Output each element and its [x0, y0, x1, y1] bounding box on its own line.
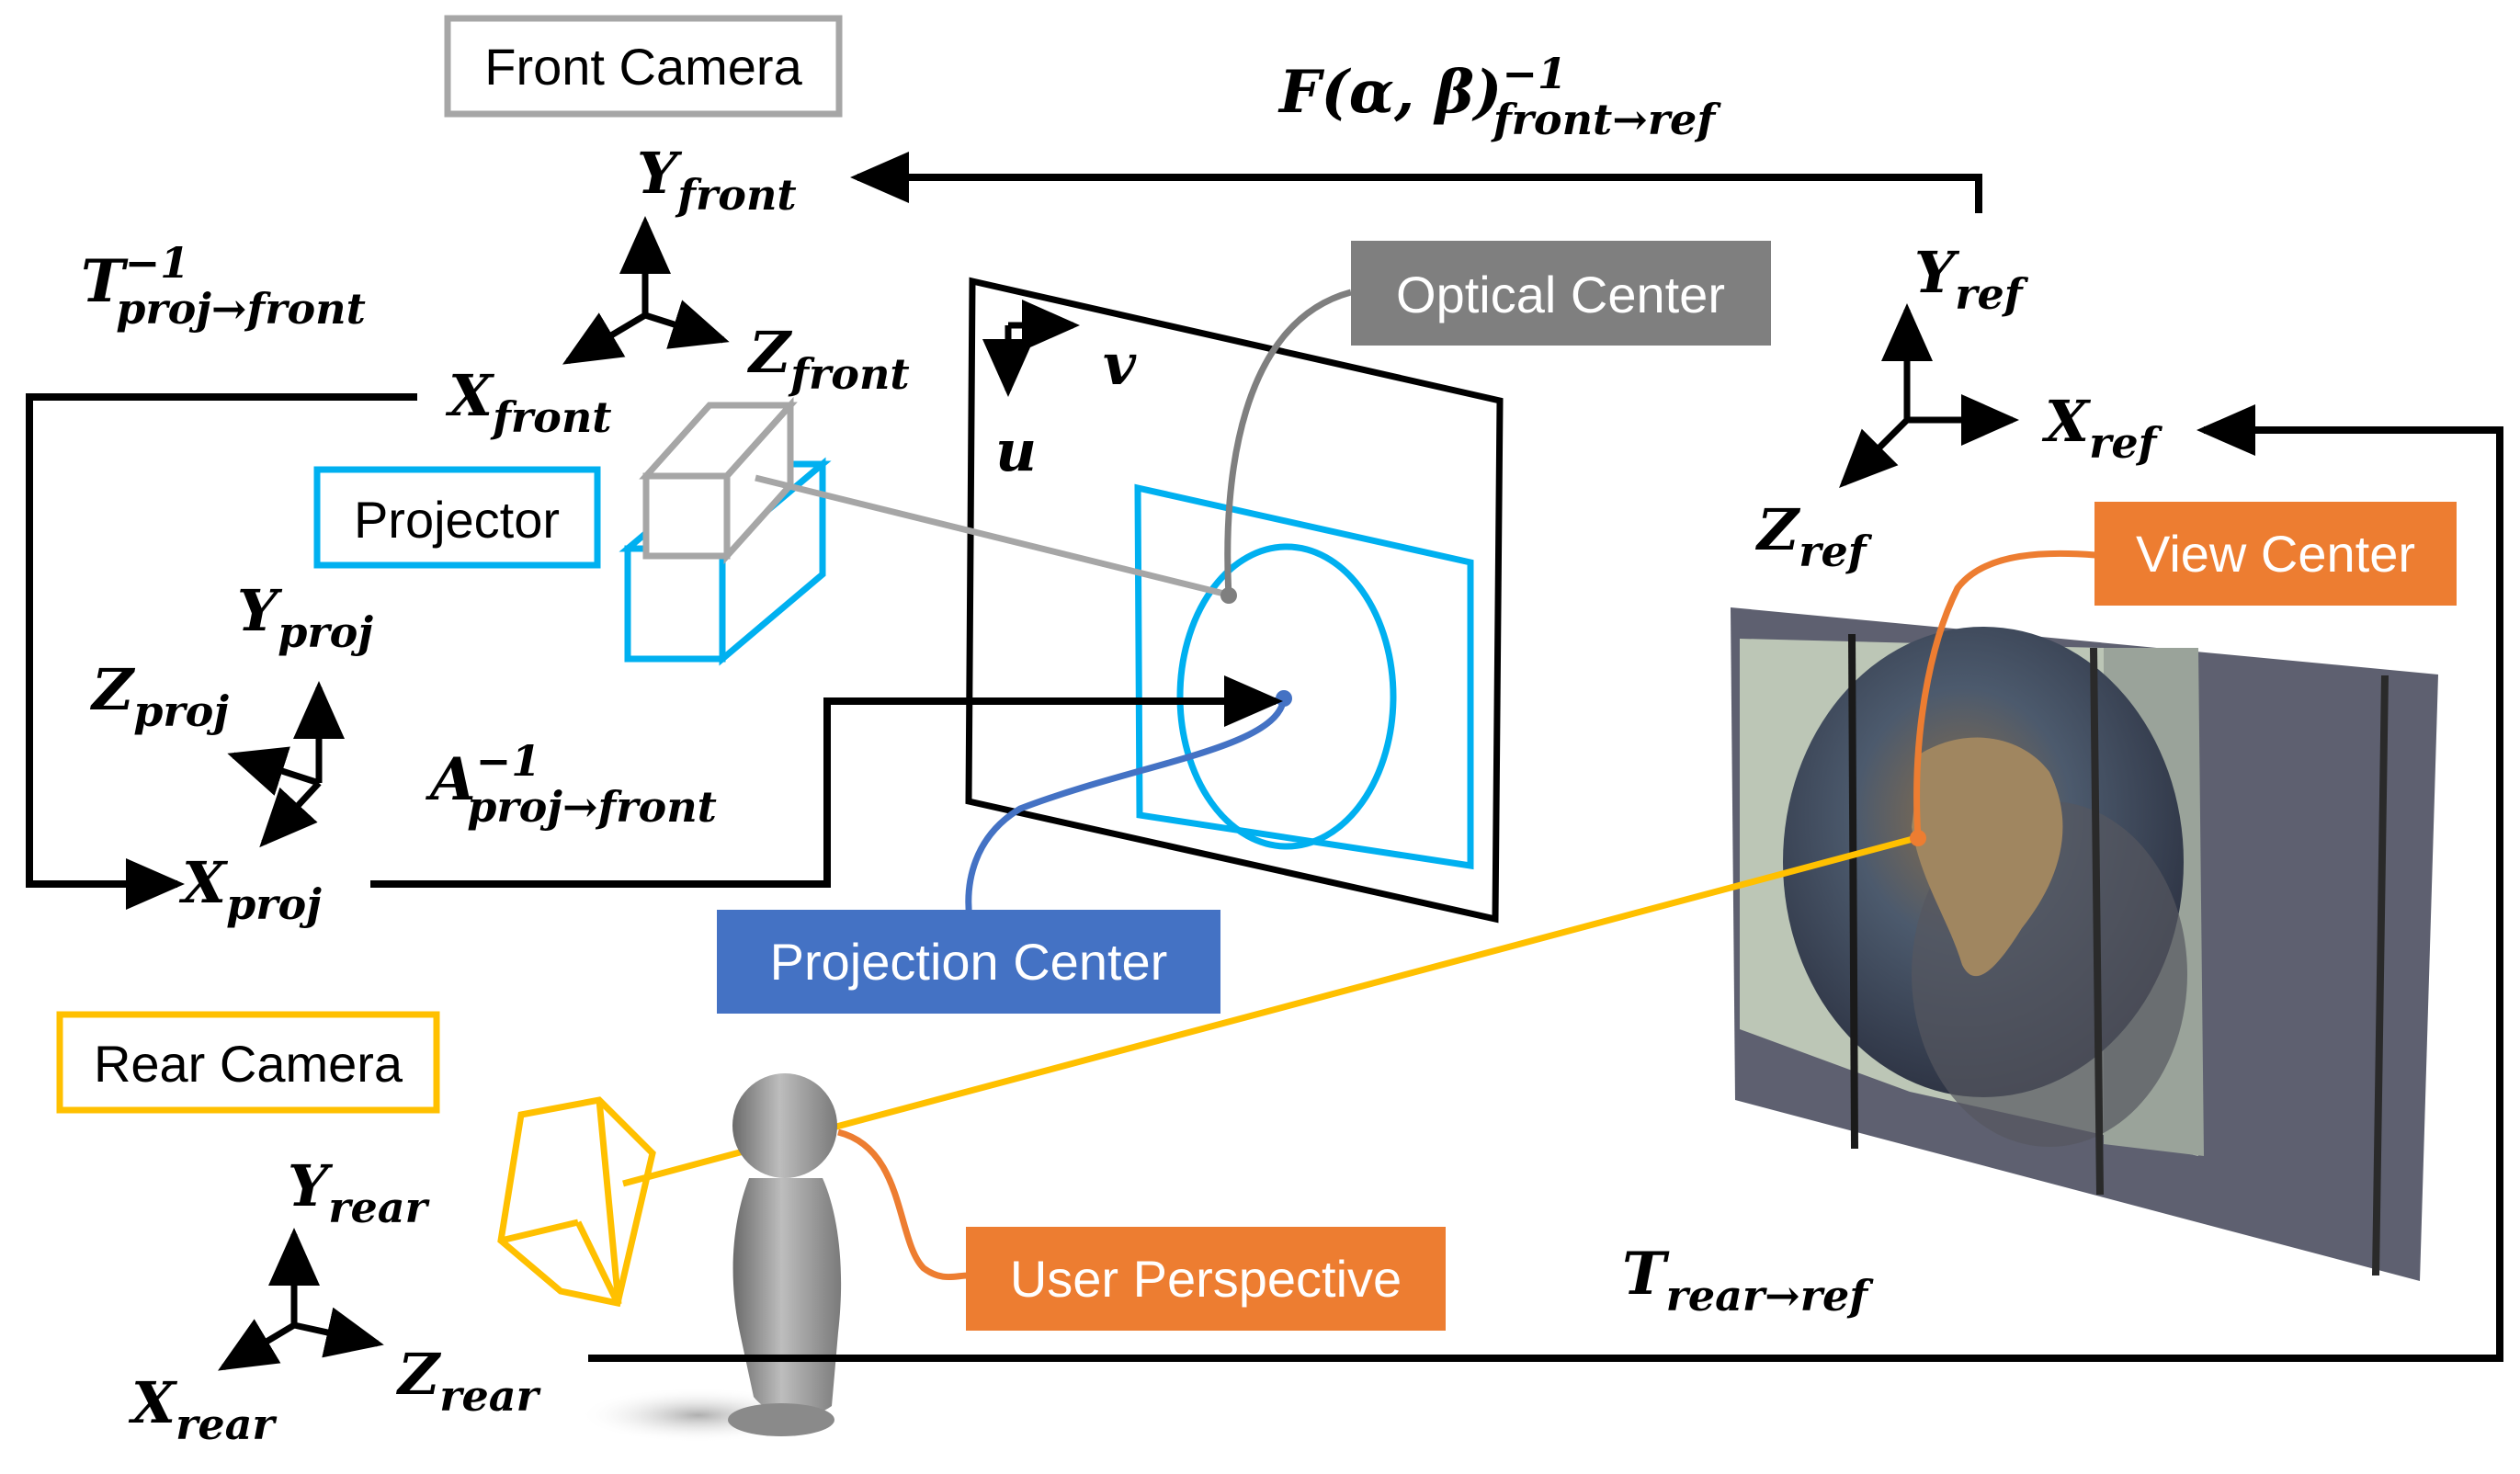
rear-frame-axes: [217, 1228, 384, 1371]
proj-z-label: Zproj: [89, 656, 229, 736]
user-figure: [579, 1073, 842, 1443]
rear-camera-label: Rear Camera: [56, 1011, 440, 1114]
optical-center-connector: [1224, 289, 1352, 596]
front-frame-axes: [562, 216, 730, 365]
front-y-label: Yfront: [637, 140, 797, 220]
uv-labels: u v: [995, 331, 1137, 484]
view-center-connector: [1913, 550, 2096, 839]
user-perspective-label: User Perspective: [966, 1227, 1446, 1331]
rear-y-label: Yrear: [288, 1152, 431, 1232]
u-label: u: [995, 417, 1037, 484]
proj-axis-labels: Yproj Zproj Xproj: [89, 577, 373, 929]
front-axis-labels: Yfront Zfront Xfront: [445, 140, 910, 442]
t-rear-ref-arrow: [588, 404, 2503, 1362]
rear-axis-labels: Yrear Zrear Xrear: [128, 1152, 542, 1449]
view-center-label: View Center: [2094, 502, 2457, 606]
rear-camera-text: Rear Camera: [94, 1035, 403, 1093]
uv-axes: [982, 300, 1080, 397]
projection-ellipse: [1176, 543, 1397, 850]
projection-center-point: [1276, 690, 1292, 707]
optical-ray: [755, 474, 1229, 598]
user-perspective-connector: [837, 1128, 969, 1281]
t-proj-front-arrow: [26, 393, 417, 910]
v-label: v: [1103, 331, 1137, 398]
image-plane: [965, 277, 1504, 924]
ref-z-label: Zref: [1754, 496, 1873, 576]
projector-text: Projector: [354, 491, 560, 549]
view-ray: [622, 834, 1917, 1187]
ref-x-label: Xref: [2041, 388, 2163, 468]
rear-z-label: Zrear: [395, 1341, 542, 1421]
projection-center-connector: [965, 697, 1288, 920]
proj-frame-axes: [227, 681, 345, 848]
front-camera-label: Front Camera: [444, 15, 843, 118]
view-center-text: View Center: [2136, 525, 2415, 583]
a-proj-front-arrow: [370, 675, 1283, 888]
proj-y-label: Yproj: [237, 577, 373, 657]
user-perspective-text: User Perspective: [1010, 1250, 1402, 1308]
front-x-label: Xfront: [445, 362, 612, 442]
projector-label: Projector: [313, 466, 601, 569]
rear-x-label: Xrear: [128, 1369, 278, 1449]
optical-center-label: Optical Center: [1351, 241, 1771, 346]
t-rear-ref-label: Trear→ref: [1622, 1240, 1874, 1321]
ref-axis-labels: Yref Xref Zref: [1754, 239, 2163, 576]
optical-center-text: Optical Center: [1396, 266, 1725, 323]
projection-center-label: Projection Center: [717, 910, 1220, 1014]
f-arrow: [850, 152, 1982, 213]
front-z-label: Zfront: [746, 319, 910, 399]
screen-photo: [1731, 607, 2438, 1281]
proj-x-label: Xproj: [178, 849, 322, 929]
front-camera-text: Front Camera: [484, 38, 802, 96]
projection-center-text: Projection Center: [770, 933, 1168, 991]
ref-y-label: Yref: [1914, 239, 2029, 319]
rear-camera-device: [497, 1096, 656, 1308]
ref-frame-axes: [1839, 303, 2019, 488]
